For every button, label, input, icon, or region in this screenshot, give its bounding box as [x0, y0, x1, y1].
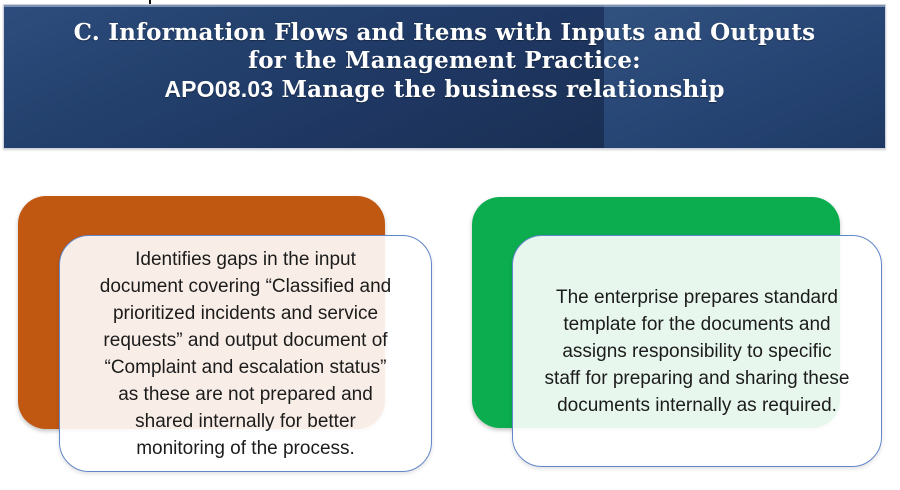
recommendation-card: The enterprise prepares standard templat… — [512, 235, 882, 467]
title-line-1: C. Information Flows and Items with Inpu… — [73, 19, 816, 46]
banner-left-panel — [4, 5, 604, 148]
slide-title: C. Information Flows and Items with Inpu… — [4, 19, 885, 104]
title-line-3: APO08.03 Manage the business relationshi… — [4, 75, 885, 104]
finding-card: Identifies gaps in the input document co… — [59, 235, 432, 472]
title-line-2: for the Management Practice: — [248, 47, 641, 74]
recommendation-card-text: The enterprise prepares standard templat… — [544, 286, 850, 416]
title-banner: C. Information Flows and Items with Inpu… — [3, 4, 886, 149]
banner-right-panel — [604, 5, 885, 148]
finding-card-text: Identifies gaps in the input document co… — [99, 248, 392, 459]
practice-name: Manage the business relationship — [273, 76, 725, 103]
practice-code: APO08.03 — [164, 76, 274, 102]
